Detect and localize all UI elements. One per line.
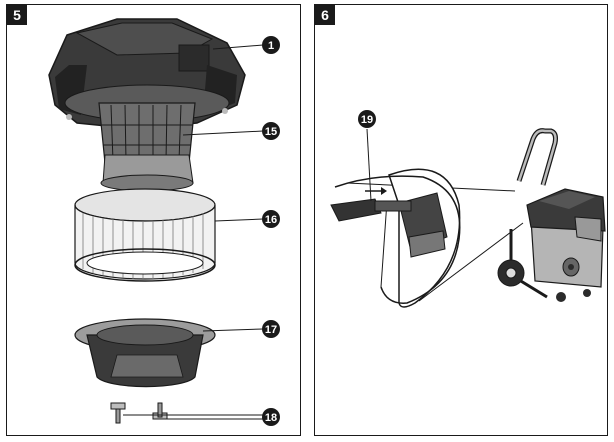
callout-19: 19	[358, 110, 376, 128]
callout-18: 18	[262, 408, 280, 426]
svg-text:18: 18	[265, 412, 277, 424]
svg-text:16: 16	[265, 214, 277, 226]
vacuum-filter-cleaning-diagram: 19	[330, 110, 606, 308]
vacuum-cleaner	[497, 128, 606, 302]
svg-text:17: 17	[265, 324, 277, 336]
filter-exploded-diagram: 1 15 16 17 18	[48, 18, 280, 426]
callout-17: 17	[262, 320, 280, 338]
step-5-panel: 5	[6, 4, 301, 436]
pleated-filter	[74, 188, 216, 282]
step-number-badge: 5	[7, 5, 27, 25]
callout-15: 15	[262, 122, 280, 140]
filter-cleaning-slider	[330, 198, 412, 222]
filter-cage	[98, 102, 196, 192]
step-6-panel: 6 19	[314, 4, 608, 436]
callout-16: 16	[262, 210, 280, 228]
svg-text:1: 1	[268, 40, 274, 52]
step-number-badge: 6	[315, 5, 335, 25]
svg-text:15: 15	[265, 126, 277, 138]
callout-1: 1	[262, 36, 280, 54]
filter-retainer	[74, 318, 216, 388]
arrow-right-icon	[365, 187, 387, 195]
detail-magnifier	[330, 168, 524, 308]
screws	[110, 402, 168, 424]
svg-text:19: 19	[361, 114, 373, 126]
